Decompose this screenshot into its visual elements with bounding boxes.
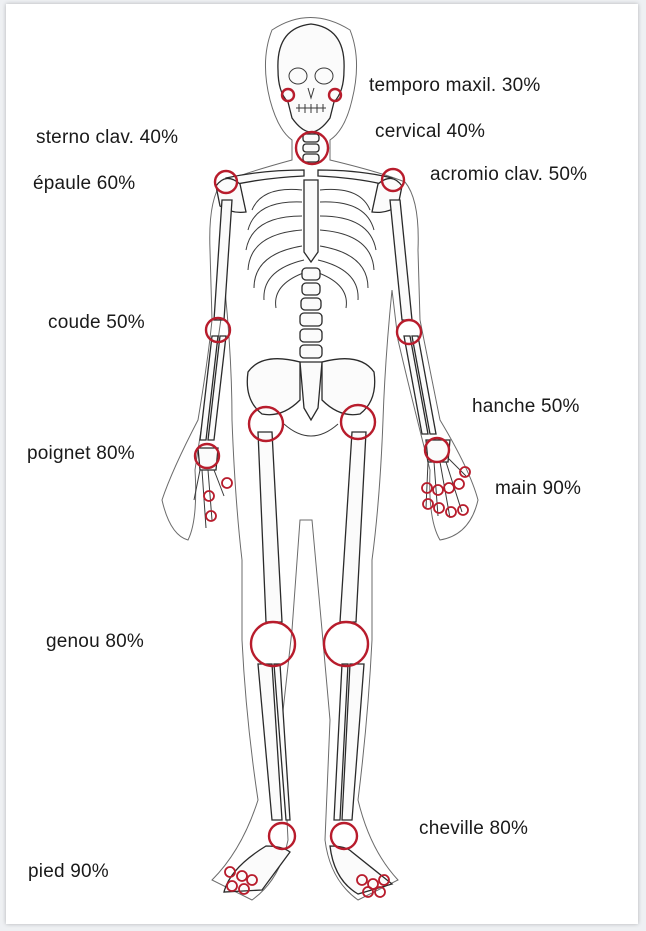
- ankle-left-ring: [269, 823, 295, 849]
- knee-right-ring: [324, 622, 368, 666]
- label-sterno-clavicular: sterno clav. 40%: [36, 127, 178, 149]
- label-shoulder: épaule 60%: [33, 173, 135, 195]
- label-cervical: cervical 40%: [375, 121, 485, 143]
- label-wrist: poignet 80%: [27, 443, 135, 465]
- label-hip: hanche 50%: [472, 396, 580, 418]
- lumbar-spine: [300, 268, 322, 358]
- pelvis: [247, 359, 374, 436]
- label-temporo-maxillary: temporo maxil. 30%: [369, 75, 541, 97]
- label-acromio-clavicular: acromio clav. 50%: [430, 164, 587, 186]
- neck-vertebrae: [303, 134, 319, 162]
- label-knee: genou 80%: [46, 631, 144, 653]
- knee-left-ring: [251, 622, 295, 666]
- label-hand: main 90%: [495, 478, 581, 500]
- ankle-right-ring: [331, 823, 357, 849]
- label-ankle: cheville 80%: [419, 818, 528, 840]
- label-elbow: coude 50%: [48, 312, 145, 334]
- skull: [278, 24, 344, 132]
- label-foot: pied 90%: [28, 861, 109, 883]
